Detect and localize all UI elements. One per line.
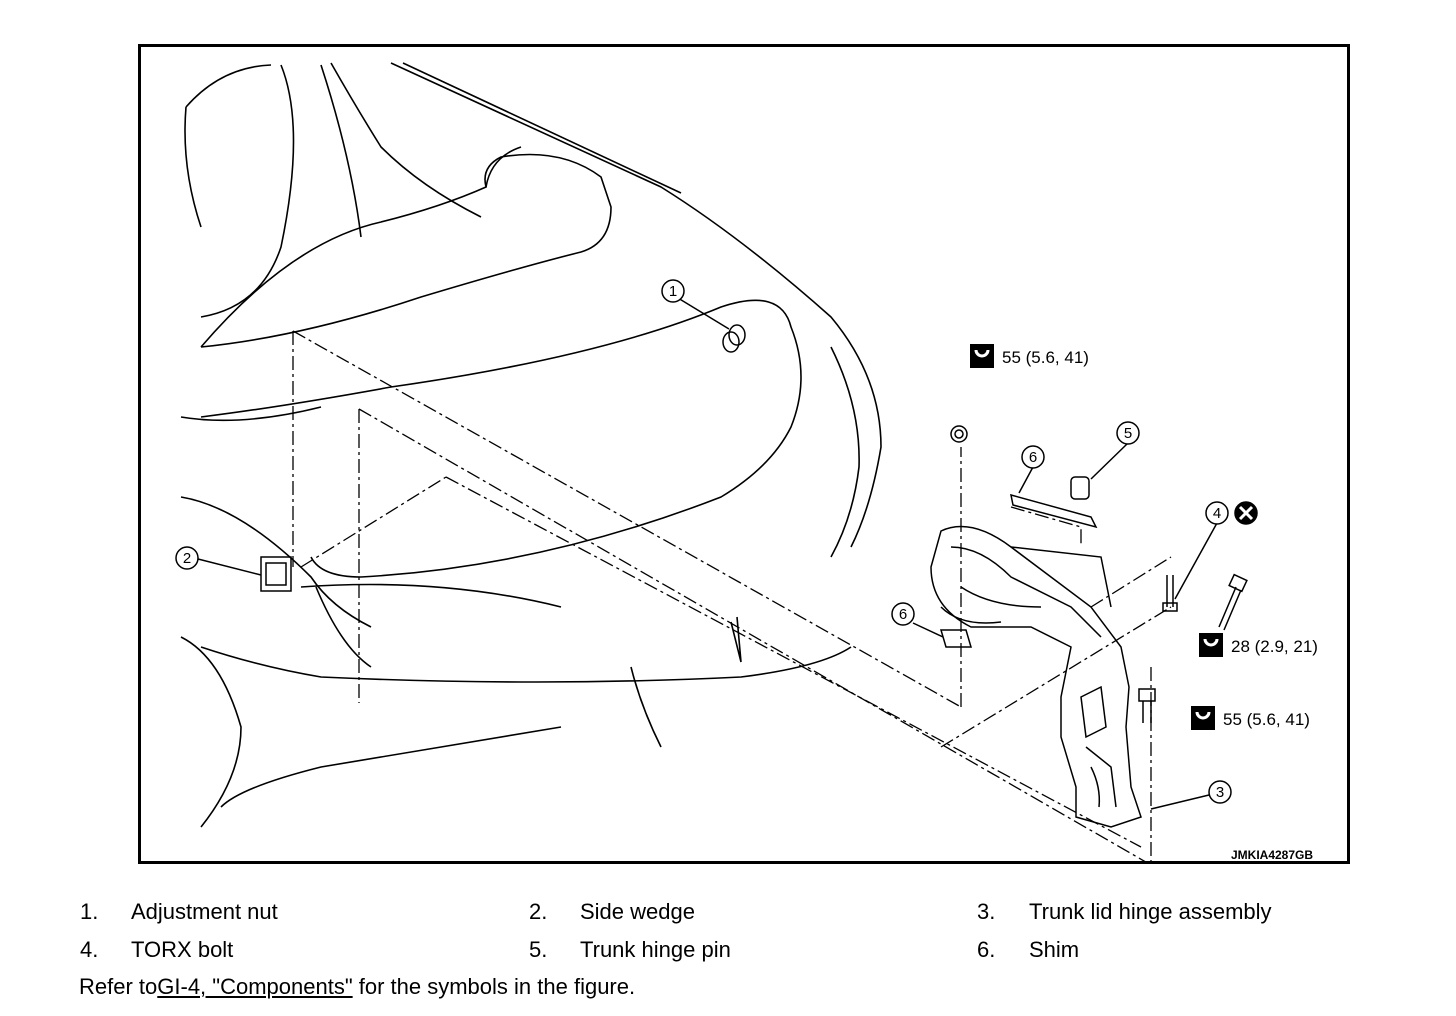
torque-bolt-lower: 55 (5.6, 41) <box>1223 710 1310 729</box>
side-wedge-drawing <box>260 556 292 592</box>
hinge-assembly-drawing <box>930 425 1248 828</box>
reference-note: Refer toGI-4, "Components" for the symbo… <box>79 974 635 1000</box>
callout-2 <box>175 546 199 570</box>
callout-6a <box>1021 445 1045 469</box>
torque-wrench-icons <box>970 344 1223 730</box>
legend-num-1: 1. <box>80 899 99 924</box>
callout-1 <box>661 279 685 303</box>
callout-4-text: 4 <box>1213 505 1221 522</box>
legend-label-4: TORX bolt <box>131 937 234 962</box>
legend-num-6: 6. <box>977 937 996 962</box>
exploded-view-figure: 1 2 3 4 5 6 6 55 (5.6, 41) 28 (2.9, 21) … <box>138 44 1350 864</box>
torque-bolt-right: 28 (2.9, 21) <box>1231 637 1318 656</box>
image-code: JMKIA4287GB <box>1231 848 1313 861</box>
callout-numbers: 1 2 3 4 5 6 6 <box>183 283 1224 801</box>
alignment-lines <box>292 330 1172 861</box>
callout-6b <box>891 602 915 626</box>
trunk-body-outline <box>180 62 882 828</box>
legend-num-2: 2. <box>529 899 548 924</box>
legend-num-3: 3. <box>977 899 996 924</box>
components-link[interactable]: GI-4, "Components" <box>157 974 353 999</box>
reference-prefix: Refer to <box>79 974 158 999</box>
callout-1-text: 1 <box>669 283 677 300</box>
reference-suffix: for the symbols in the figure. <box>352 974 636 999</box>
legend-label-3: Trunk lid hinge assembly <box>1029 899 1272 924</box>
callout-4 <box>1205 501 1229 525</box>
callout-3 <box>1208 780 1232 804</box>
torque-wrench-icon <box>970 344 994 368</box>
legend-label-5: Trunk hinge pin <box>580 937 731 962</box>
callout-6a-text: 6 <box>1029 449 1037 466</box>
legend-label-2: Side wedge <box>580 899 695 924</box>
torque-wrench-icon <box>1199 633 1223 657</box>
figure-drawing: 1 2 3 4 5 6 6 55 (5.6, 41) 28 (2.9, 21) … <box>175 62 1318 861</box>
adjustment-nut-drawing <box>722 324 746 353</box>
callout-6b-text: 6 <box>899 606 907 623</box>
legend-num-5: 5. <box>529 937 548 962</box>
callout-5-text: 5 <box>1124 425 1132 442</box>
callout-3-text: 3 <box>1216 784 1224 801</box>
legend-num-4: 4. <box>80 937 99 962</box>
callout-5 <box>1116 421 1140 445</box>
replace-x-icon <box>1238 505 1254 521</box>
torque-nut-upper: 55 (5.6, 41) <box>1002 348 1089 367</box>
legend-label-1: Adjustment nut <box>131 899 278 924</box>
legend-label-6: Shim <box>1029 937 1080 962</box>
torque-wrench-icon <box>1191 706 1215 730</box>
callout-2-text: 2 <box>183 550 191 567</box>
